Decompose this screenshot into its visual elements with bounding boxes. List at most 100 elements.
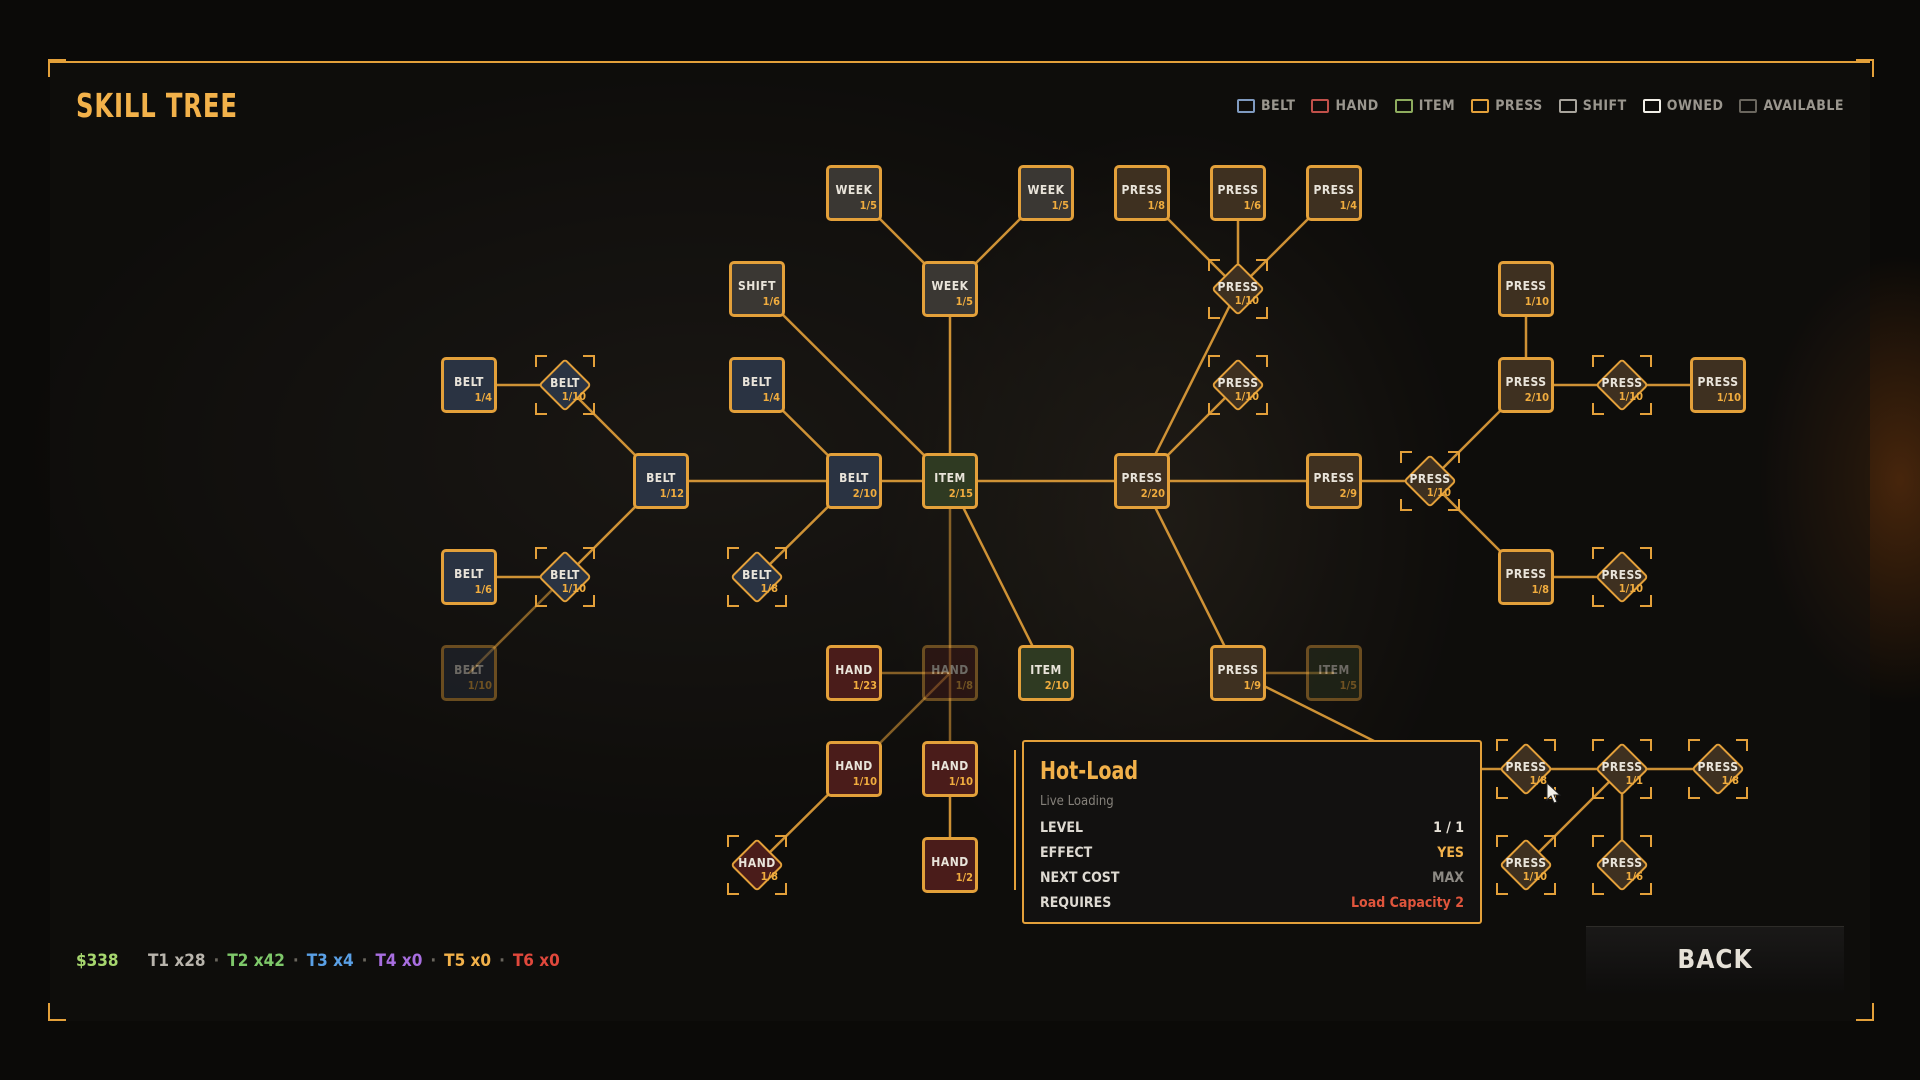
tier-count: T6 x0 [512,951,560,971]
skill-node-level: 1/10 [1618,390,1643,403]
tooltip-title: Hot-Load [1040,756,1139,785]
legend-swatch-icon [1558,99,1577,113]
tier-separator: · [292,951,299,971]
skill-node-label: PRESS [1601,376,1643,390]
skill-node-level: 1/10 [561,390,586,403]
skill-node-tile [826,645,882,701]
skill-node-level: 1/8 [760,870,778,883]
tooltip-value: YES [1437,845,1464,861]
skill-node-label: PRESS [1697,375,1739,389]
node-bracket [583,403,595,415]
connection-pd7-pd9 [1525,768,1623,866]
skill-node-level: 1/8 [760,582,778,595]
node-bracket [1640,403,1652,415]
skill-node-tile [1018,165,1074,221]
skill-node-tile [826,741,882,797]
panel-corner [48,59,66,77]
node-bracket [775,883,787,895]
skill-node-label: PRESS [1409,472,1451,486]
panel-corner [1856,1003,1874,1021]
node-bracket [775,547,787,559]
skill-node-level: 1/5 [859,199,877,212]
node-bracket [1448,499,1460,511]
skill-node-tile [633,453,689,509]
node-bracket [1736,739,1748,751]
skill-node-level: 1/8 [1529,774,1547,787]
skill-node-tile [826,165,882,221]
legend-item-press: PRESS [1471,98,1543,114]
tooltip-value: 1 / 1 [1433,820,1464,836]
panel-corner [1856,59,1874,77]
skill-node-label: HAND [835,759,873,773]
skill-node-tile [1498,549,1554,605]
skill-node-label: PRESS [1313,471,1355,485]
node-bracket [1256,403,1268,415]
skill-node-level: 1/10 [467,679,492,692]
tier-separator: · [213,951,220,971]
legend-item-shift: SHIFT [1558,98,1627,114]
legend-swatch-icon [1236,99,1255,113]
legend-swatch-icon [1311,99,1330,113]
skill-node-tile [1690,357,1746,413]
node-bracket [1640,883,1652,895]
connection-sh-it1 [756,288,951,482]
skill-node-level: 1/9 [1243,679,1261,692]
node-bracket [1448,451,1460,463]
node-bracket [535,595,547,607]
skill-node-label: PRESS [1601,856,1643,870]
node-bracket [1592,355,1604,367]
skill-node-label: ITEM [934,471,966,485]
skill-node-level: 1/1 [1625,774,1643,787]
back-button[interactable]: BACK [1586,926,1844,993]
connection-bd2-b6 [468,576,566,674]
tooltip-value: MAX [1432,870,1464,886]
legend-label: OWNED [1666,98,1724,114]
